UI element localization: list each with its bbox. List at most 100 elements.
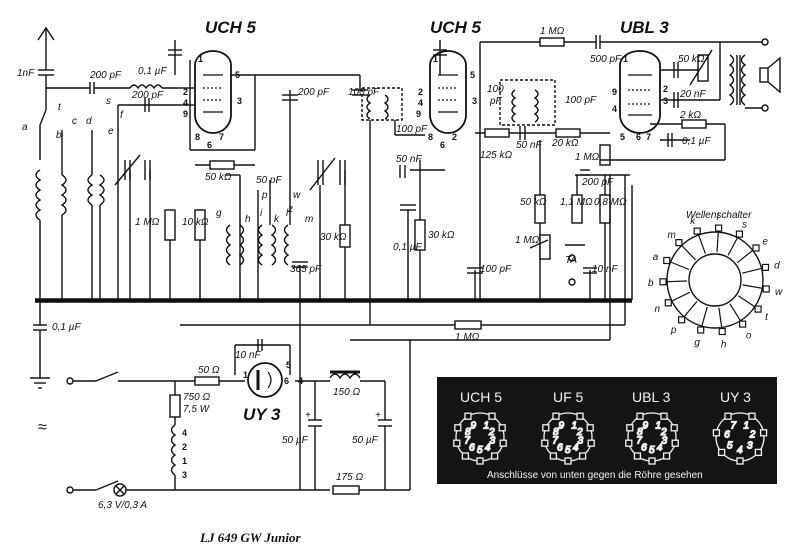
inset-title-uch5: UCH 5 bbox=[460, 389, 502, 405]
socket-pin-number: 7 bbox=[464, 435, 470, 446]
socket-pin bbox=[488, 412, 496, 420]
socket-pin bbox=[636, 412, 644, 420]
socket-pin bbox=[541, 439, 549, 447]
socket-pin bbox=[662, 452, 671, 460]
label-c-50nf-b: 50 nF bbox=[396, 154, 422, 165]
label-c-100pf-b: 100 pF bbox=[396, 124, 428, 135]
label-tap-w: w bbox=[293, 190, 301, 201]
tube-uy3-symbol bbox=[247, 362, 283, 398]
switch-spoke bbox=[670, 261, 690, 271]
label-plus-a: + bbox=[305, 410, 311, 421]
label-r-125k: 125 kΩ bbox=[480, 150, 512, 161]
switch-contact bbox=[659, 278, 667, 286]
switch-contact bbox=[693, 227, 701, 235]
socket-pin bbox=[626, 424, 634, 432]
label-r-11m: 1,1 MΩ bbox=[560, 197, 593, 208]
switch-spoke bbox=[742, 267, 762, 274]
svg-text:4: 4 bbox=[612, 104, 617, 114]
socket-pin bbox=[736, 457, 744, 465]
svg-text:9: 9 bbox=[416, 109, 421, 119]
socket-pin bbox=[542, 424, 550, 432]
socket-pin bbox=[724, 412, 732, 420]
tube-label-uch5-a: UCH 5 bbox=[205, 18, 257, 37]
switch-letter-p: p bbox=[670, 325, 677, 336]
socket-pin-number: 6 bbox=[641, 442, 647, 453]
label-r-750: 750 Ω bbox=[183, 392, 210, 403]
socket-pin-number: 5 bbox=[727, 440, 733, 451]
svg-text:9: 9 bbox=[612, 87, 617, 97]
label-c-200pf-a: 200 pF bbox=[89, 70, 122, 81]
svg-text:3: 3 bbox=[472, 96, 477, 106]
label-c-365pf: 365 pF bbox=[290, 264, 322, 275]
switch-spoke bbox=[737, 295, 756, 308]
switch-spoke bbox=[671, 291, 691, 302]
label-tap-t: t bbox=[58, 102, 62, 113]
switch-spoke bbox=[718, 307, 723, 328]
label-tap-d: d bbox=[86, 116, 92, 127]
svg-text:7: 7 bbox=[219, 132, 224, 142]
label-r-175: 175 Ω bbox=[336, 472, 363, 483]
label-c-50uf-b: 50 µF bbox=[352, 435, 379, 446]
inset-panel bbox=[437, 377, 777, 484]
label-c-100pf-d: 100 pF bbox=[565, 95, 597, 106]
socket-pin bbox=[660, 412, 668, 420]
label-r-08m: 0,8 MΩ bbox=[594, 197, 627, 208]
socket-pin bbox=[748, 412, 756, 420]
socket-pin-number: 4 bbox=[737, 445, 743, 456]
label-tap-i: i bbox=[260, 208, 263, 219]
socket-pin-number: 3 bbox=[578, 435, 584, 446]
svg-text:2: 2 bbox=[452, 132, 457, 142]
label-r-30k-a: 30 kΩ bbox=[320, 232, 347, 243]
label-r-1m-pot: 1 MΩ bbox=[515, 235, 540, 246]
label-r-1m-top: 1 MΩ bbox=[540, 26, 565, 37]
svg-text:3: 3 bbox=[182, 470, 187, 480]
socket-pin bbox=[625, 439, 633, 447]
socket-pin bbox=[587, 439, 595, 447]
tube-envelopes bbox=[194, 50, 661, 398]
switch-letter-d: d bbox=[774, 261, 780, 272]
svg-text:5: 5 bbox=[235, 70, 240, 80]
tube-label-ubl3: UBL 3 bbox=[620, 18, 669, 37]
switch-contact bbox=[752, 244, 760, 252]
switch-letter-b: b bbox=[648, 278, 654, 289]
label-r-30k-b: 30 kΩ bbox=[428, 230, 455, 241]
label-c-100pf-a: 100 pF bbox=[348, 87, 380, 98]
label-tap-b: b bbox=[56, 130, 62, 141]
label-lamp: 6,3 V/0,3 A bbox=[98, 500, 147, 511]
label-c-01uf-c: 0,1 µF bbox=[393, 242, 422, 253]
label-tap-a: a bbox=[22, 122, 28, 133]
switch-letter-o: o bbox=[746, 330, 752, 341]
switch-letter-e: e bbox=[762, 237, 768, 248]
socket-pin-number: 8 bbox=[465, 427, 471, 438]
svg-text:1: 1 bbox=[433, 54, 438, 64]
label-tap-f: f bbox=[120, 110, 124, 121]
socket-pin bbox=[461, 452, 470, 460]
label-c-200pf-b: 200 pF bbox=[131, 90, 164, 101]
svg-text:4: 4 bbox=[418, 98, 423, 108]
label-ac: ≈ bbox=[38, 419, 47, 436]
socket-pin-number: 2 bbox=[660, 427, 667, 438]
socket-pin-number: 3 bbox=[747, 440, 753, 451]
socket-pin-number: 8 bbox=[553, 427, 559, 438]
switch-spoke bbox=[736, 249, 754, 264]
label-c-01uf-b: 0,1 µF bbox=[682, 136, 711, 147]
label-r-20k: 20 kΩ bbox=[551, 138, 579, 149]
inset-title-uf5: UF 5 bbox=[553, 389, 584, 405]
svg-text:4: 4 bbox=[182, 428, 187, 438]
label-r-150: 150 Ω bbox=[333, 387, 360, 398]
switch-contact bbox=[714, 224, 723, 232]
label-c-100pf-e: 100 pF bbox=[480, 264, 512, 275]
socket-pin bbox=[476, 457, 484, 465]
svg-text:2: 2 bbox=[183, 87, 188, 97]
label-c-50uf-a: 50 µF bbox=[282, 435, 309, 446]
svg-text:1: 1 bbox=[243, 370, 248, 380]
socket-pin-number: 7 bbox=[552, 435, 558, 446]
label-c-50pf: 50 pF bbox=[256, 175, 282, 186]
label-r-50k-b: 50 kΩ bbox=[520, 197, 547, 208]
svg-text:4: 4 bbox=[298, 376, 303, 386]
label-c-50nf-a: 50 nF bbox=[516, 140, 542, 151]
tube-uch5-a-symbol bbox=[194, 50, 232, 134]
socket-pin-number: 5 bbox=[477, 445, 483, 456]
svg-text:2: 2 bbox=[182, 442, 187, 452]
